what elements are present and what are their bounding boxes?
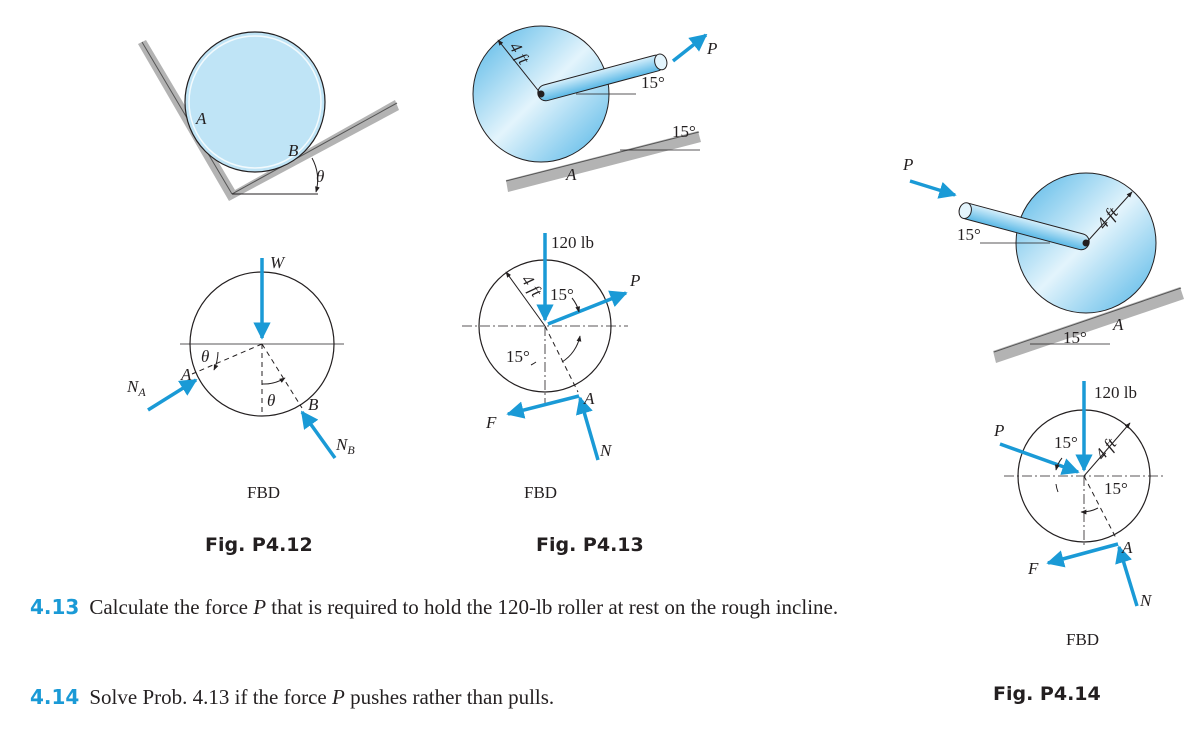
label-15-b: 15° [672, 122, 696, 141]
fig-p4-12: A B θ W A θ θ B NA NB FBD Fig. P4.12 [126, 31, 399, 556]
f-arrow [1046, 542, 1119, 568]
label-120lb: 120 lb [1094, 383, 1137, 402]
label-p: P [706, 39, 717, 58]
problem-text-b: pushes rather than pulls. [344, 685, 555, 709]
label-15-fbd-2: 15° [506, 347, 530, 366]
n-arrow [1115, 545, 1139, 607]
label-a: A [195, 109, 207, 128]
label-15-fbd-1: 15° [1054, 433, 1078, 452]
problem-number: 4.13 [30, 595, 80, 619]
label-120lb: 120 lb [551, 233, 594, 252]
nb-arrow [300, 410, 337, 460]
label-b: B [288, 141, 299, 160]
label-a-fbd: A [180, 365, 192, 384]
fig-p4-12-setup: A B θ [138, 31, 399, 201]
label-theta-1: θ [201, 347, 209, 366]
label-a: A [1112, 315, 1124, 334]
problem-text-a: Solve Prob. 4.13 if the force [89, 685, 332, 709]
fig-p4-13-fbd: 120 lb 4 ft 15° P 15° A F N FBD [462, 233, 640, 502]
label-b-fbd: B [308, 395, 319, 414]
fbd-label-414: FBD [1066, 630, 1099, 649]
fig-p4-14-fbd: 120 lb P 15° 4 ft 15° A F N FBD [993, 381, 1164, 649]
label-p-fbd: P [629, 271, 640, 290]
n-arrow [575, 396, 600, 461]
fig-p4-13: 4 ft P 15° 15° A 120 lb 4 ft 15° P 15° A [462, 25, 717, 556]
label-15-fbd-2: 15° [1104, 479, 1128, 498]
na-arrow [147, 378, 198, 412]
problem-4-13: 4.13 Calculate the force P that is requir… [30, 593, 850, 622]
label-a: A [565, 165, 577, 184]
left-wall [138, 40, 235, 201]
label-na: NA [126, 377, 146, 399]
label-a-fbd: A [583, 389, 595, 408]
caption-p4-14: Fig. P4.14 [993, 683, 1101, 705]
label-theta-2: θ [267, 391, 275, 410]
label-p: P [902, 155, 913, 174]
label-15-a: 15° [641, 73, 665, 92]
f-arrow [506, 394, 580, 419]
label-nb: NB [335, 435, 355, 457]
label-15-a: 15° [957, 225, 981, 244]
label-15-b: 15° [1063, 328, 1087, 347]
fig-p4-13-setup: 4 ft P 15° 15° A [472, 25, 717, 192]
label-15-fbd-1: 15° [550, 285, 574, 304]
label-f: F [1027, 559, 1039, 578]
p-arrow [909, 179, 957, 199]
label-n: N [1139, 591, 1153, 610]
incline-surface [506, 131, 701, 192]
p-arrow [671, 33, 708, 63]
caption-p4-12: Fig. P4.12 [205, 534, 313, 556]
label-p-fbd: P [993, 421, 1004, 440]
problem-var: P [331, 685, 345, 709]
fig-p4-14-setup: P 15° 4 ft 15° A [902, 155, 1184, 363]
fig-p4-14: P 15° 4 ft 15° A 120 lb P 15° 4 ft 15° A [902, 155, 1184, 705]
label-w: W [270, 253, 286, 272]
label-a-fbd: A [1121, 538, 1133, 557]
fbd-label-412: FBD [247, 483, 280, 502]
p-arrow-fbd [547, 290, 628, 326]
problem-var: P [253, 595, 267, 619]
p-arrow-fbd [999, 442, 1080, 475]
fbd-label-413: FBD [524, 483, 557, 502]
problem-text-b: that is required to hold the 120-lb roll… [266, 595, 839, 619]
problem-number: 4.14 [30, 685, 80, 709]
problem-4-14: 4.14 Solve Prob. 4.13 if the force P push… [30, 683, 850, 712]
fig-p4-12-fbd: W A θ θ B NA NB FBD [126, 253, 355, 502]
roller-disk [184, 31, 326, 173]
label-n: N [599, 441, 613, 460]
problem-text-a: Calculate the force [89, 595, 254, 619]
label-theta: θ [316, 167, 324, 186]
label-f: F [485, 413, 497, 432]
caption-p4-13: Fig. P4.13 [536, 534, 644, 556]
label-4ft-fbd: 4 ft [518, 271, 547, 301]
